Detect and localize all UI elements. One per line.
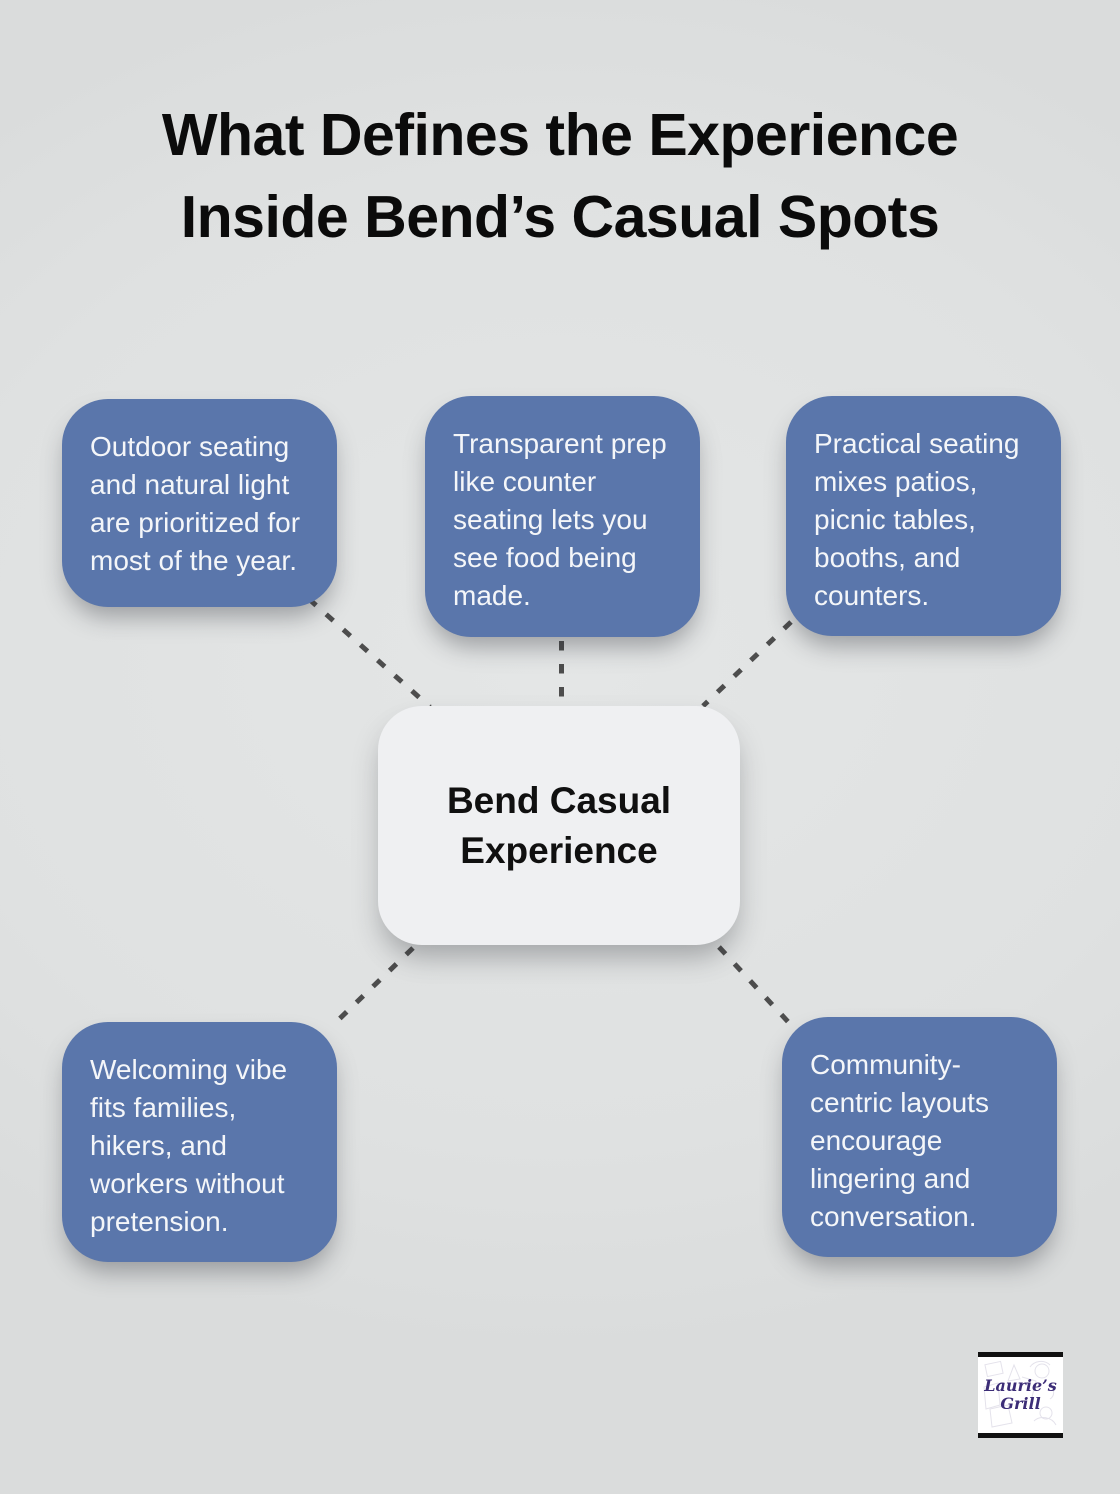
node-top-left-text: Outdoor seating and natural light are pr… bbox=[90, 431, 301, 576]
node-bottom-right-text: Community-centric layouts encourage ling… bbox=[810, 1049, 989, 1232]
logo-top-bar bbox=[978, 1352, 1063, 1357]
page-title: What Defines the Experience Inside Bend’… bbox=[0, 94, 1120, 258]
connector-center-to-bottom-right bbox=[717, 945, 793, 1027]
page-title-line-1: What Defines the Experience bbox=[161, 102, 959, 168]
node-top-right-text: Practical seating mixes patios, picnic t… bbox=[814, 428, 1020, 611]
node-top-right: Practical seating mixes patios, picnic t… bbox=[786, 396, 1061, 636]
brand-logo: Laurie’s Grill bbox=[978, 1352, 1063, 1438]
logo-body: Laurie’s Grill bbox=[978, 1357, 1063, 1433]
center-node: Bend Casual Experience bbox=[378, 706, 740, 945]
center-node-line-1: Bend Casual bbox=[446, 779, 672, 821]
logo-name-line-1: Laurie’s bbox=[984, 1376, 1057, 1395]
connector-top-left-to-center bbox=[307, 597, 432, 709]
node-bottom-left-text: Welcoming vibe fits families, hikers, an… bbox=[90, 1054, 288, 1237]
node-top-middle: Transparent prep like counter seating le… bbox=[425, 396, 700, 637]
page-title-line-2: Inside Bend’s Casual Spots bbox=[180, 184, 940, 250]
node-bottom-right: Community-centric layouts encourage ling… bbox=[782, 1017, 1057, 1257]
connector-center-to-bottom-left bbox=[330, 946, 415, 1028]
logo-name-line-2: Grill bbox=[1000, 1394, 1041, 1413]
logo-artwork-icon bbox=[983, 1360, 1057, 1428]
node-bottom-left: Welcoming vibe fits families, hikers, an… bbox=[62, 1022, 337, 1262]
connector-top-right-to-center bbox=[701, 620, 793, 708]
logo-wordmark: Laurie’s Grill bbox=[984, 1377, 1057, 1413]
node-top-left: Outdoor seating and natural light are pr… bbox=[62, 399, 337, 607]
logo-bottom-bar bbox=[978, 1433, 1063, 1438]
center-node-line-2: Experience bbox=[460, 829, 658, 871]
node-top-middle-text: Transparent prep like counter seating le… bbox=[453, 428, 667, 611]
